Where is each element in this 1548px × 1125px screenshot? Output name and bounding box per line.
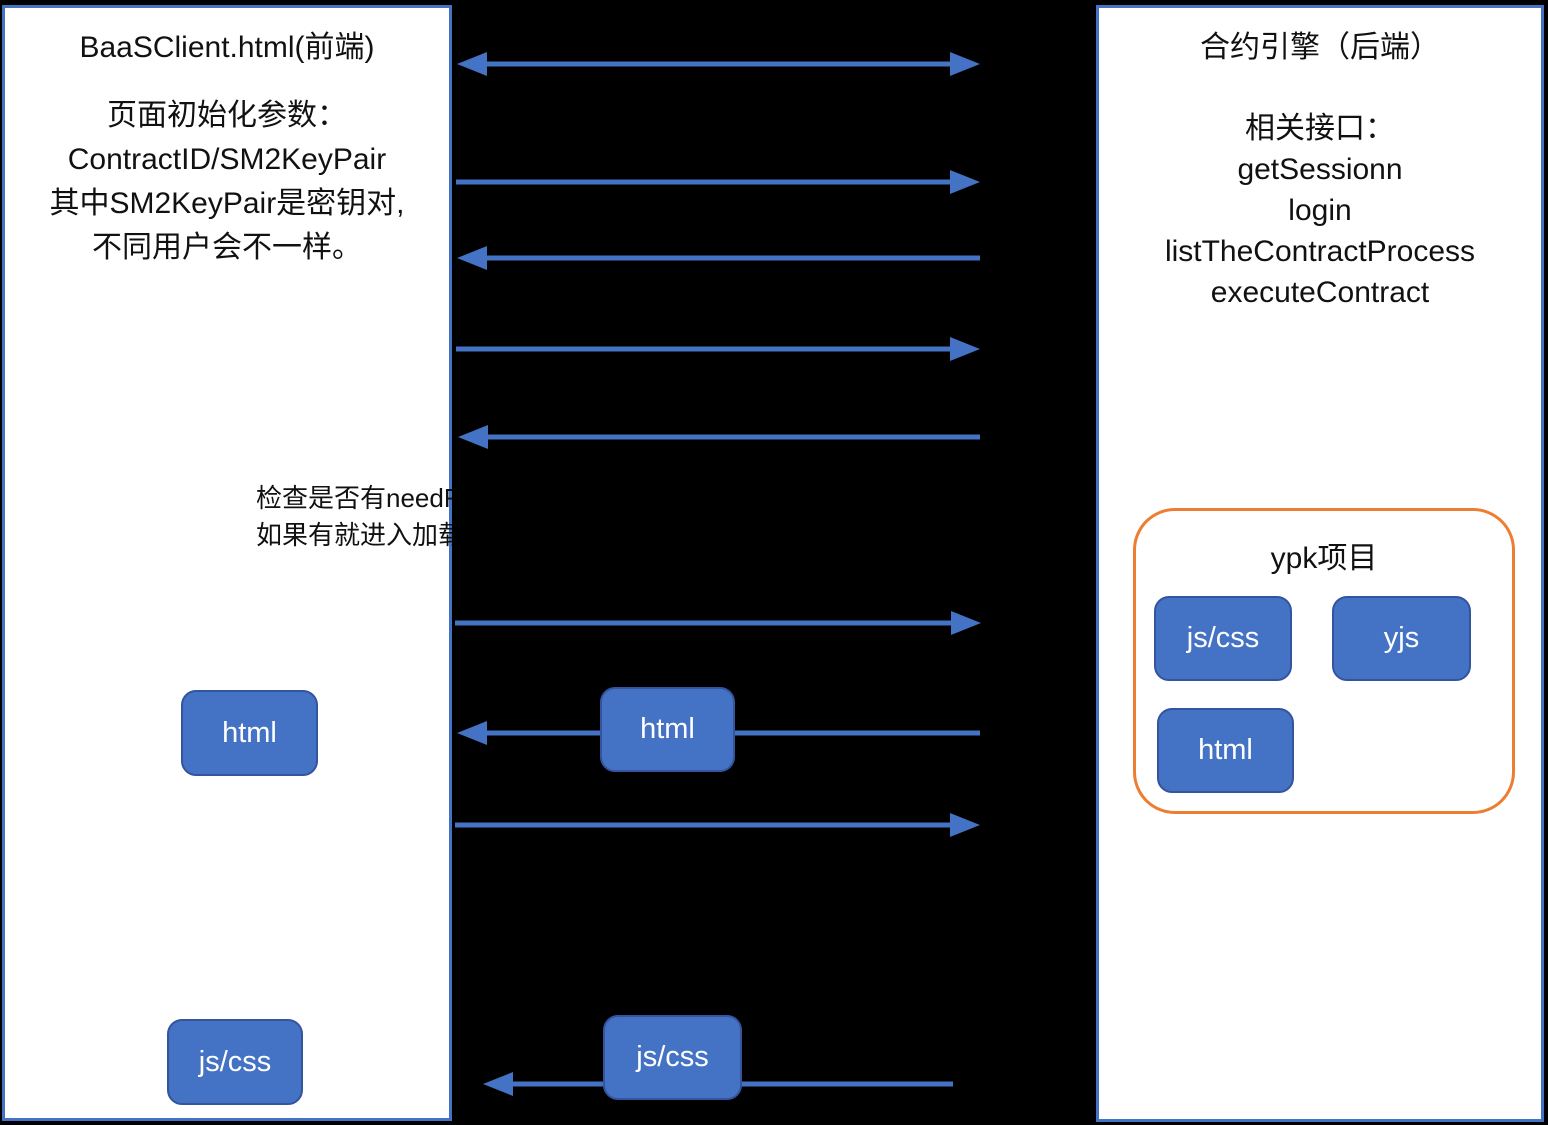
jscss-box-transfer: js/css: [603, 1015, 742, 1100]
jscss-box-ypk: js/css: [1154, 596, 1292, 681]
frontend-panel: BaaSClient.html(前端) 页面初始化参数： ContractID/…: [2, 5, 452, 1121]
backend-panel-title: 合约引擎（后端）: [1200, 31, 1440, 64]
yjs-box-ypk: yjs: [1332, 596, 1471, 681]
middle-lane: [452, 0, 1096, 1125]
jscss-box-ypk-label: js/css: [1186, 622, 1260, 654]
interface-login: login: [1288, 194, 1352, 227]
ypk-project-title: ypk项目: [1270, 542, 1378, 575]
init-params-line-2: ContractID/SM2KeyPair: [67, 143, 387, 176]
interface-listthecontractprocess: listTheContractProcess: [1164, 235, 1476, 268]
jscss-box-transfer-label: js/css: [636, 1041, 709, 1073]
init-params-line-1: 页面初始化参数：: [107, 99, 347, 132]
check-needrefresh-note: 检查是否有needR 如果有就进入加载: [256, 480, 676, 554]
frontend-init-params: 页面初始化参数： ContractID/SM2KeyPair 其中SM2KeyP…: [5, 94, 449, 270]
yjs-box-ypk-label: yjs: [1383, 622, 1420, 654]
interfaces-heading: 相关接口：: [1245, 112, 1395, 145]
html-box-transfer-label: html: [640, 713, 695, 745]
jscss-box-frontend: js/css: [167, 1019, 303, 1105]
init-params-line-3: 其中SM2KeyPair是密钥对,: [49, 187, 405, 220]
note-line-1: 检查是否有needR: [256, 483, 463, 513]
backend-panel: 合约引擎（后端） 相关接口： getSessionn login listThe…: [1096, 5, 1544, 1122]
backend-interfaces: 相关接口： getSessionn login listTheContractP…: [1099, 108, 1541, 313]
html-box-frontend-label: html: [222, 716, 277, 749]
ypk-project-group: ypk项目 js/css yjs html: [1133, 508, 1515, 814]
jscss-box-frontend-label: js/css: [198, 1045, 272, 1078]
init-params-line-4: 不同用户会不一样。: [92, 231, 362, 264]
note-line-2: 如果有就进入加载: [256, 520, 465, 550]
html-box-transfer: html: [600, 687, 735, 772]
html-box-ypk: html: [1157, 708, 1294, 793]
frontend-panel-title: BaaSClient.html(前端): [79, 31, 375, 64]
interface-executecontract: executeContract: [1210, 276, 1430, 309]
interface-getsession: getSessionn: [1237, 153, 1403, 186]
html-box-ypk-label: html: [1198, 734, 1253, 766]
html-box-frontend: html: [181, 690, 318, 776]
